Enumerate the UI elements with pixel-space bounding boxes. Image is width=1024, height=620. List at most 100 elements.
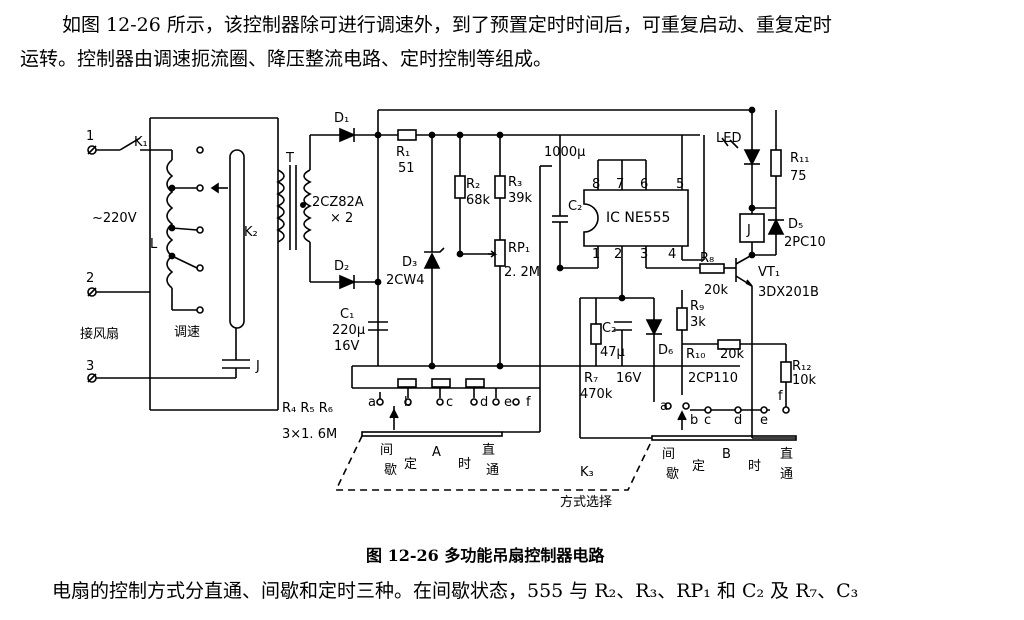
label-r8-value: 20k bbox=[704, 283, 729, 298]
label-d6-value: 2CP110 bbox=[688, 371, 738, 386]
label-r7: R₇ bbox=[584, 371, 598, 386]
label-r1-value: 51 bbox=[398, 161, 415, 176]
label-d5: D₅ bbox=[788, 217, 803, 232]
label-a-timed: 定 bbox=[404, 457, 417, 472]
label-a-direct: 直 bbox=[482, 443, 495, 458]
switch-a bbox=[351, 165, 552, 437]
label-b-d: d bbox=[734, 413, 742, 428]
label-r9: R₉ bbox=[690, 299, 704, 314]
label-r11: R₁₁ bbox=[790, 151, 809, 166]
label-pin6: 6 bbox=[640, 177, 648, 192]
output-stage bbox=[721, 106, 785, 438]
transformer-t bbox=[276, 134, 340, 283]
label-b-intermittent2: 歇 bbox=[666, 467, 679, 482]
label-r3: R₃ bbox=[508, 175, 522, 190]
label-r10-value: 20k bbox=[720, 347, 745, 362]
label-d6: D₆ bbox=[658, 343, 673, 358]
label-b-a: a bbox=[660, 399, 668, 414]
label-b-direct: 直 bbox=[780, 447, 793, 462]
label-speed: 调速 bbox=[174, 325, 200, 340]
label-rp1: RP₁ bbox=[508, 241, 530, 256]
label-b-c: c bbox=[704, 413, 711, 428]
label-r1: R₁ bbox=[396, 145, 410, 160]
label-b-letter: B bbox=[722, 447, 731, 462]
label-d3-type: 2CW4 bbox=[386, 273, 424, 288]
label-vt1-value: 3DX201B bbox=[758, 285, 819, 300]
label-r9-value: 3k bbox=[690, 315, 706, 330]
label-k1: K₁ bbox=[134, 135, 148, 150]
label-d3: D₃ bbox=[402, 255, 417, 270]
label-b-timed: 定 bbox=[692, 459, 705, 474]
figure-caption: 图 12-26 多功能吊扇控制器电路 bbox=[366, 546, 605, 565]
label-a-a: a bbox=[368, 395, 376, 410]
label-k2: K₂ bbox=[244, 225, 258, 240]
label-a-d: d bbox=[480, 395, 488, 410]
label-a-intermittent: 间 bbox=[380, 443, 393, 458]
label-d2: D₂ bbox=[334, 259, 349, 274]
label-a-c: c bbox=[446, 395, 453, 410]
label-220v: ~220V bbox=[92, 211, 137, 226]
label-pin4: 4 bbox=[668, 247, 676, 262]
label-c1-voltage: 16V bbox=[334, 339, 360, 354]
label-pin2: 2 bbox=[614, 247, 622, 262]
label-r12-value: 10k bbox=[792, 373, 817, 388]
label-vt1: VT₁ bbox=[758, 265, 780, 280]
label-c2-top: C₂ bbox=[568, 199, 582, 214]
label-l: L bbox=[150, 237, 158, 252]
label-pin8: 8 bbox=[592, 177, 600, 192]
label-pin3: 3 bbox=[640, 247, 648, 262]
label-b-intermittent: 间 bbox=[662, 447, 675, 462]
label-r11-value: 75 bbox=[790, 169, 807, 184]
label-t: T bbox=[285, 151, 294, 166]
label-bridge-x2: × 2 bbox=[330, 211, 353, 226]
k3-mode-link bbox=[334, 435, 653, 491]
label-b-b: b bbox=[690, 413, 698, 428]
label-c1000: 1000μ bbox=[544, 145, 585, 160]
label-j-left: J bbox=[255, 359, 260, 374]
label-n1: 1 bbox=[86, 129, 94, 144]
label-a-timed2: 时 bbox=[458, 457, 471, 472]
label-r456-value: 3×1. 6M bbox=[282, 427, 337, 442]
label-d1: D₁ bbox=[334, 111, 349, 126]
label-bridge: 2CZ82A bbox=[312, 195, 364, 210]
label-c1-value: 220μ bbox=[332, 323, 365, 338]
label-c2: C₂ bbox=[602, 321, 616, 336]
label-r10: R₁₀ bbox=[686, 347, 705, 362]
label-c2-value: 47μ bbox=[600, 345, 625, 360]
label-k3: K₃ bbox=[580, 465, 594, 480]
label-rp1-value: 2. 2M bbox=[504, 265, 540, 280]
label-b-timed2: 时 bbox=[748, 459, 761, 474]
outro-paragraph: 电扇的控制方式分直通、间歇和定时三种。在间歇状态，555 与 R₂、R₃、RP₁… bbox=[52, 580, 859, 602]
label-a-f: f bbox=[526, 395, 531, 410]
intro-line-2: 运转。控制器由调速扼流圈、降压整流电路、定时控制等组成。 bbox=[20, 48, 553, 70]
label-a-b: b bbox=[404, 395, 412, 410]
rectifier-section bbox=[339, 109, 752, 370]
label-ic: IC NE555 bbox=[606, 210, 670, 226]
label-r3-value: 39k bbox=[508, 191, 533, 206]
label-r12: R₁₂ bbox=[792, 359, 811, 374]
label-c1: C₁ bbox=[340, 307, 354, 322]
label-a-direct2: 通 bbox=[486, 463, 499, 478]
intro-line-1: 如图 12-26 所示，该控制器除可进行调速外，到了预置定时时间后，可重复启动、… bbox=[62, 14, 832, 36]
label-pin7: 7 bbox=[616, 177, 624, 192]
label-mode-select: 方式选择 bbox=[560, 494, 612, 510]
label-b-f: f bbox=[778, 389, 783, 404]
label-r2: R₂ bbox=[466, 177, 480, 192]
label-j: J bbox=[746, 223, 751, 238]
label-b-e: e bbox=[760, 413, 768, 428]
label-a-e: e bbox=[504, 395, 512, 410]
label-b-direct2: 通 bbox=[780, 467, 793, 482]
label-r7-value: 470k bbox=[580, 387, 613, 402]
label-r2-value: 68k bbox=[466, 193, 491, 208]
label-pin1: 1 bbox=[592, 247, 600, 262]
label-fan: 接风扇 bbox=[80, 326, 119, 342]
label-r8: R₈ bbox=[700, 251, 714, 266]
label-a-intermittent2: 歇 bbox=[384, 463, 397, 478]
label-n3: 3 bbox=[86, 359, 94, 374]
label-led: LED bbox=[716, 131, 741, 146]
mains-section bbox=[87, 117, 279, 411]
label-c2-voltage: 16V bbox=[616, 371, 642, 386]
ne555-section bbox=[552, 135, 792, 438]
